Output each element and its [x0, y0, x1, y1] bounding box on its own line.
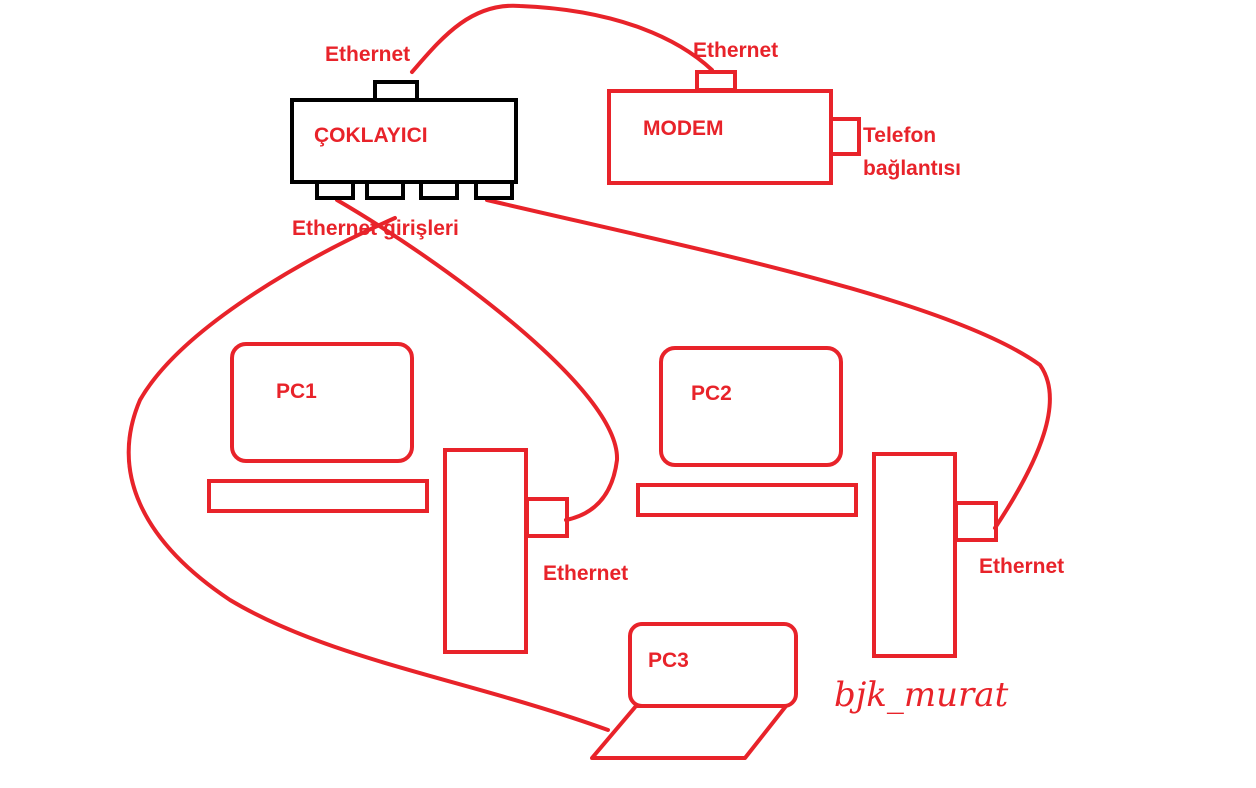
pc1-ethernet-label: Ethernet	[543, 562, 628, 585]
pc2-tower	[872, 452, 957, 658]
modem	[607, 70, 861, 185]
phone-connection-label-line2: bağlantısı	[863, 157, 961, 180]
multiplexer-port-3	[419, 180, 459, 200]
pc3-keyboard-base	[590, 704, 788, 760]
pc1-keyboard	[207, 479, 429, 513]
pc2	[636, 346, 998, 658]
multiplexer-port-2	[365, 180, 405, 200]
modem-ethernet-port	[695, 70, 737, 92]
pc1-ethernet-port	[525, 497, 569, 538]
phone-connection-label-line1: Telefon	[863, 124, 936, 147]
pc2-label: PC2	[691, 382, 732, 405]
pc2-keyboard	[636, 483, 858, 517]
cable-multiplexer-pc3	[126, 216, 610, 732]
pc1-monitor	[230, 342, 414, 463]
pc3-label: PC3	[648, 649, 689, 672]
modem-ethernet-label: Ethernet	[693, 39, 778, 62]
pc2-ethernet-port	[954, 501, 998, 542]
author-signature: bjk_murat	[834, 675, 1009, 715]
pc1-tower	[443, 448, 528, 654]
pc3	[590, 622, 798, 760]
multiplexer-ethernet-label: Ethernet	[325, 43, 410, 66]
multiplexer-ethernet-port	[373, 80, 419, 102]
multiplexer-name-label: ÇOKLAYICI	[314, 124, 428, 147]
cable-multiplexer-pc2	[485, 198, 1052, 530]
multiplexer-port-1	[315, 180, 355, 200]
cable-multiplexer-pc1	[335, 198, 620, 522]
multiplexer-ports-label: Ethernet girişleri	[292, 217, 459, 240]
multiplexer-port-4	[474, 180, 514, 200]
multiplexer	[290, 80, 518, 200]
cable-multiplexer-modem	[410, 3, 714, 74]
modem-name-label: MODEM	[643, 117, 724, 140]
pc1-label: PC1	[276, 380, 317, 403]
modem-phone-port	[829, 117, 861, 156]
pc2-ethernet-label: Ethernet	[979, 555, 1064, 578]
pc2-monitor	[659, 346, 843, 467]
pc1	[207, 342, 569, 654]
